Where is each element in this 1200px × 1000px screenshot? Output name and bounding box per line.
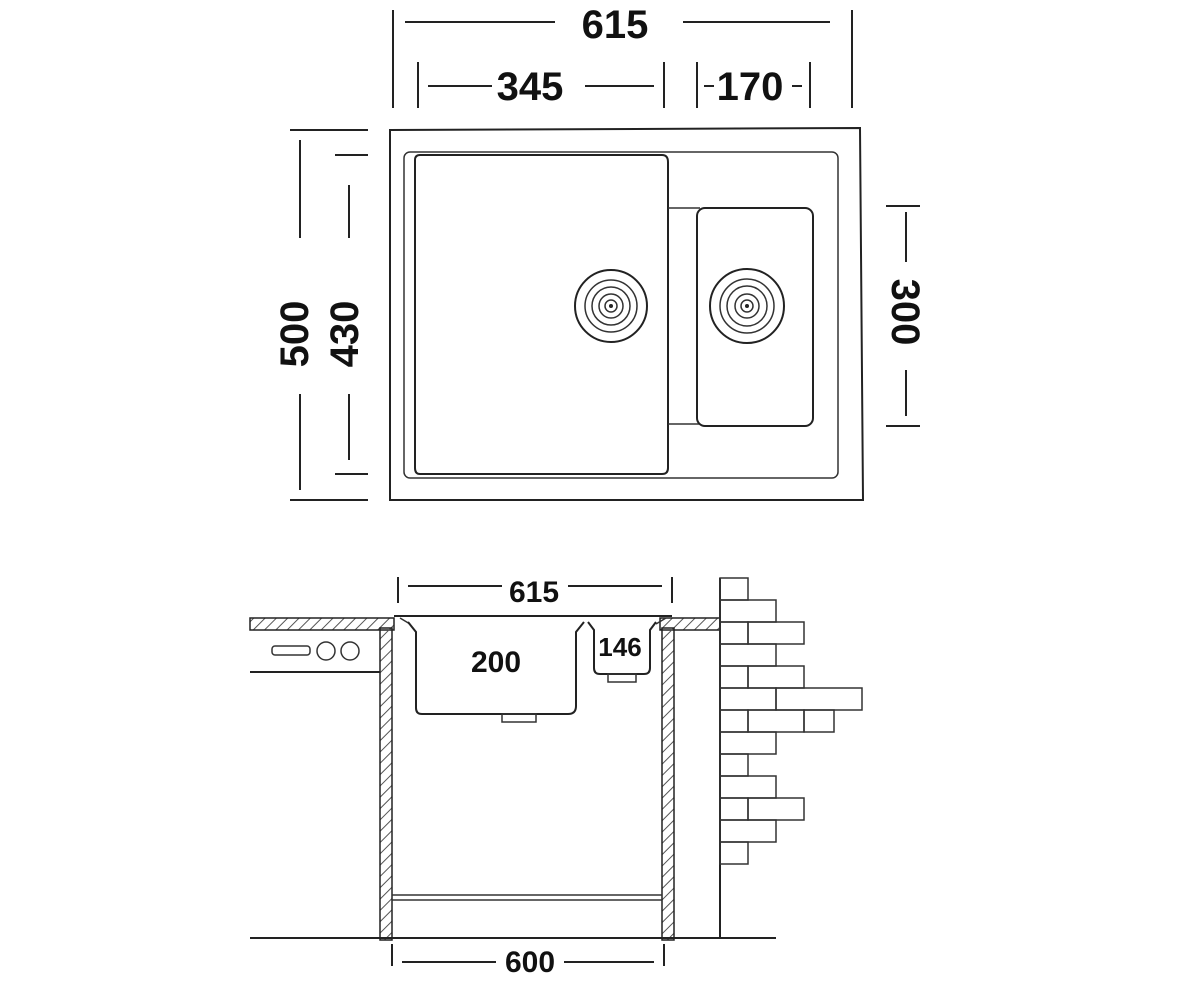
bowl-divider-step xyxy=(668,207,700,425)
right-drain-icon xyxy=(709,268,785,344)
dimension-label-615: 615 xyxy=(582,3,649,47)
dimension-label-146: 146 xyxy=(598,632,641,662)
dimension-label-200: 200 xyxy=(471,646,521,679)
knob-icon xyxy=(316,641,336,661)
left-drain-icon xyxy=(574,269,648,343)
sink-outline xyxy=(389,126,865,501)
right-drain-section xyxy=(607,673,637,683)
dimension-label-430: 430 xyxy=(323,301,367,368)
dimension-depth-right: 300 xyxy=(883,205,927,427)
left-bowl-section xyxy=(407,621,585,715)
dimension-label-300: 300 xyxy=(883,279,927,346)
dimension-bowl-widths: 345 170 xyxy=(417,62,811,109)
dimension-overall-width: 615 xyxy=(392,3,853,108)
dimension-label-170: 170 xyxy=(717,65,784,109)
dimension-label-345: 345 xyxy=(497,65,564,109)
dimension-label-section-615: 615 xyxy=(509,576,559,609)
dimension-section-width: 615 xyxy=(397,576,673,609)
cabinet-wall-left xyxy=(379,627,393,941)
cabinet-wall-right xyxy=(661,627,675,941)
right-bowl xyxy=(696,207,814,427)
brick-wall xyxy=(719,577,863,865)
dimension-depths-left: 500 430 xyxy=(273,129,368,501)
control-slot-icon xyxy=(271,645,311,656)
sink-inner-rim xyxy=(403,151,839,479)
dimension-label-600: 600 xyxy=(505,946,555,979)
dimension-cabinet-width: 600 xyxy=(391,944,665,979)
countertop-left xyxy=(249,617,395,673)
left-drain-section xyxy=(501,713,537,723)
knob-icon xyxy=(340,641,360,661)
dimension-label-500: 500 xyxy=(273,301,317,368)
left-bowl xyxy=(414,154,669,475)
section-view: 615 200 146 xyxy=(249,576,863,979)
top-view: 615 345 170 xyxy=(273,3,927,501)
